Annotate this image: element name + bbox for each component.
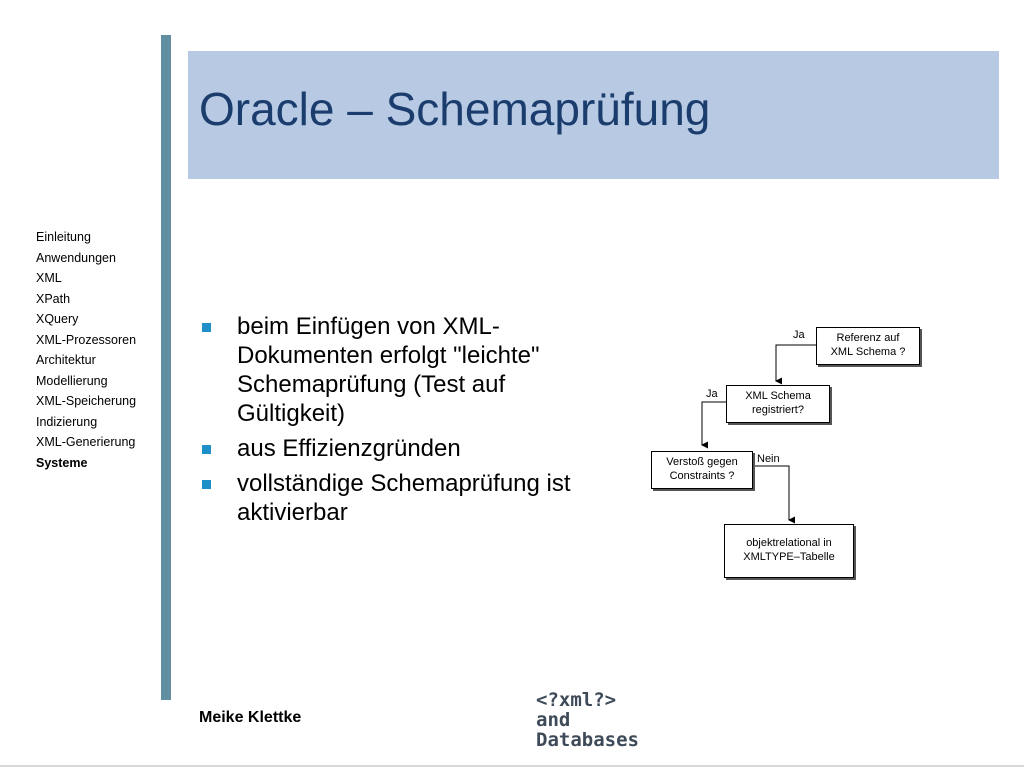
bullet-text: beim Einfügen von XML-Dokumenten erfolgt… — [237, 313, 540, 427]
label-ja-1: Ja — [793, 329, 805, 341]
box-objektrelational: objektrelational in XMLTYPE–Tabelle — [724, 524, 854, 578]
nav-item-einleitung[interactable]: Einleitung — [36, 230, 91, 244]
logo-line: and — [536, 709, 571, 731]
vertical-accent-bar — [161, 35, 171, 700]
nav-item-modellierung[interactable]: Modellierung — [36, 373, 108, 388]
box-line: Referenz auf — [836, 332, 900, 344]
box-line: XMLTYPE–Tabelle — [743, 551, 835, 563]
bullet-item: vollständige Schemaprüfung ist aktivierb… — [200, 469, 600, 527]
flow-diagram: Referenz auf XML Schema ? XML Schema reg… — [640, 320, 920, 590]
label-nein: Nein — [757, 453, 780, 465]
bottom-divider — [0, 765, 1024, 767]
nav-item-architektur[interactable]: Architektur — [36, 353, 96, 367]
slide-title: Oracle – Schemaprüfung — [199, 83, 711, 135]
box-line: XML Schema ? — [830, 346, 906, 358]
nav-item-xml-speicherung[interactable]: XML-Speicherung — [36, 394, 137, 408]
flow-connectors — [701, 344, 816, 524]
box-line: XML Schema — [745, 390, 811, 402]
nav-item-systeme[interactable]: Systeme — [36, 455, 88, 470]
connector-ja-2 — [701, 401, 726, 449]
box-line: Constraints ? — [669, 470, 735, 482]
nav-item-indizierung[interactable]: Indizierung — [36, 414, 98, 429]
logo-line: Databases — [536, 729, 639, 751]
box-verstoss: Verstoß gegen Constraints ? — [651, 451, 753, 489]
box-line: Verstoß gegen — [666, 456, 738, 468]
box-line: objektrelational in — [746, 537, 832, 549]
square-bullet-icon — [202, 480, 211, 489]
bullet-list: beim Einfügen von XML-Dokumenten erfolgt… — [200, 312, 600, 533]
nav-item-xml-generierung[interactable]: XML-Generierung — [36, 435, 136, 449]
box-registriert: XML Schema registriert? — [726, 385, 830, 423]
footer-author: Meike Klettke — [199, 709, 302, 726]
xml-and-databases-logo: <?xml?> and Databases — [536, 690, 639, 750]
bullet-item: beim Einfügen von XML-Dokumenten erfolgt… — [200, 312, 600, 428]
bullet-text: vollständige Schemaprüfung ist aktivierb… — [237, 470, 571, 526]
square-bullet-icon — [202, 323, 211, 332]
box-referenz: Referenz auf XML Schema ? — [816, 327, 920, 365]
nav-item-xpath[interactable]: XPath — [36, 291, 71, 306]
nav-item-anwendungen[interactable]: Anwendungen — [36, 250, 116, 265]
nav-item-xquery[interactable]: XQuery — [36, 312, 79, 326]
box-line: registriert? — [752, 404, 804, 416]
nav-item-xml[interactable]: XML — [36, 271, 62, 285]
title-band — [188, 51, 999, 179]
bullet-text: aus Effizienzgründen — [237, 435, 461, 462]
sidebar-nav: Einleitung Anwendungen XML XPath XQuery … — [36, 227, 136, 473]
connector-ja-1 — [775, 344, 816, 385]
logo-line: <?xml?> — [536, 689, 617, 711]
square-bullet-icon — [202, 445, 211, 454]
nav-item-xml-prozessoren[interactable]: XML-Prozessoren — [36, 332, 137, 347]
connector-nein — [753, 465, 795, 524]
label-ja-2: Ja — [706, 388, 718, 400]
bullet-item: aus Effizienzgründen — [200, 434, 600, 463]
